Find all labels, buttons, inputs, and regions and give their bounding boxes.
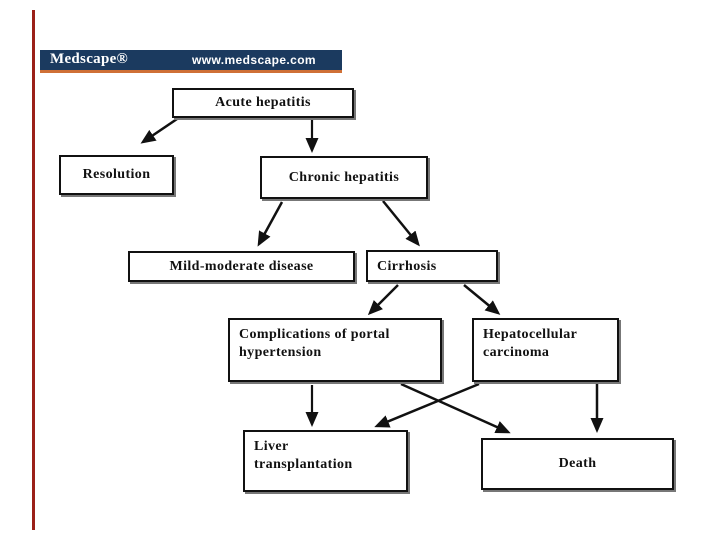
node-liver-transplantation: Liver transplantation: [243, 430, 408, 492]
header-underline: [40, 70, 342, 73]
node-label: Chronic hepatitis: [288, 169, 400, 185]
arrow-cirrhosis-to-hcc: [463, 284, 501, 315]
node-hepatocellular-carcinoma: Hepatocellular carcinoma: [472, 318, 619, 382]
node-complications-portal-hypertension: Complications of portal hypertension: [228, 318, 442, 382]
node-label: Death: [558, 456, 597, 472]
node-mild-moderate-disease: Mild-moderate disease: [128, 251, 355, 282]
arrow-acute-to-resolution: [140, 117, 178, 144]
arrow-cirrhosis-to-complications: [367, 284, 399, 316]
arrow-complications-to-death: [400, 382, 511, 434]
node-cirrhosis: Cirrhosis: [366, 250, 498, 282]
node-acute-hepatitis: Acute hepatitis: [172, 88, 354, 118]
arrow-chronic-to-mild: [257, 201, 284, 247]
node-death: Death: [481, 438, 674, 490]
medscape-header-bar: Medscape® www.medscape.com: [40, 50, 342, 70]
node-label: Mild-moderate disease: [169, 258, 314, 274]
node-resolution: Resolution: [59, 155, 174, 195]
left-accent-rule: [32, 10, 35, 530]
arrow-chronic-to-cirrhosis: [382, 200, 420, 247]
node-label: Acute hepatitis: [215, 95, 311, 111]
node-label: Liver transplantation: [254, 439, 353, 472]
medscape-logo: Medscape®: [50, 51, 129, 67]
node-chronic-hepatitis: Chronic hepatitis: [260, 156, 428, 199]
arrow-hcc-to-liver: [374, 382, 480, 428]
node-label: Resolution: [82, 167, 151, 183]
medscape-url-text: www.medscape.com: [192, 53, 316, 67]
node-label: Hepatocellular carcinoma: [483, 327, 577, 360]
node-label: Complications of portal hypertension: [239, 327, 390, 360]
node-label: Cirrhosis: [377, 259, 437, 274]
